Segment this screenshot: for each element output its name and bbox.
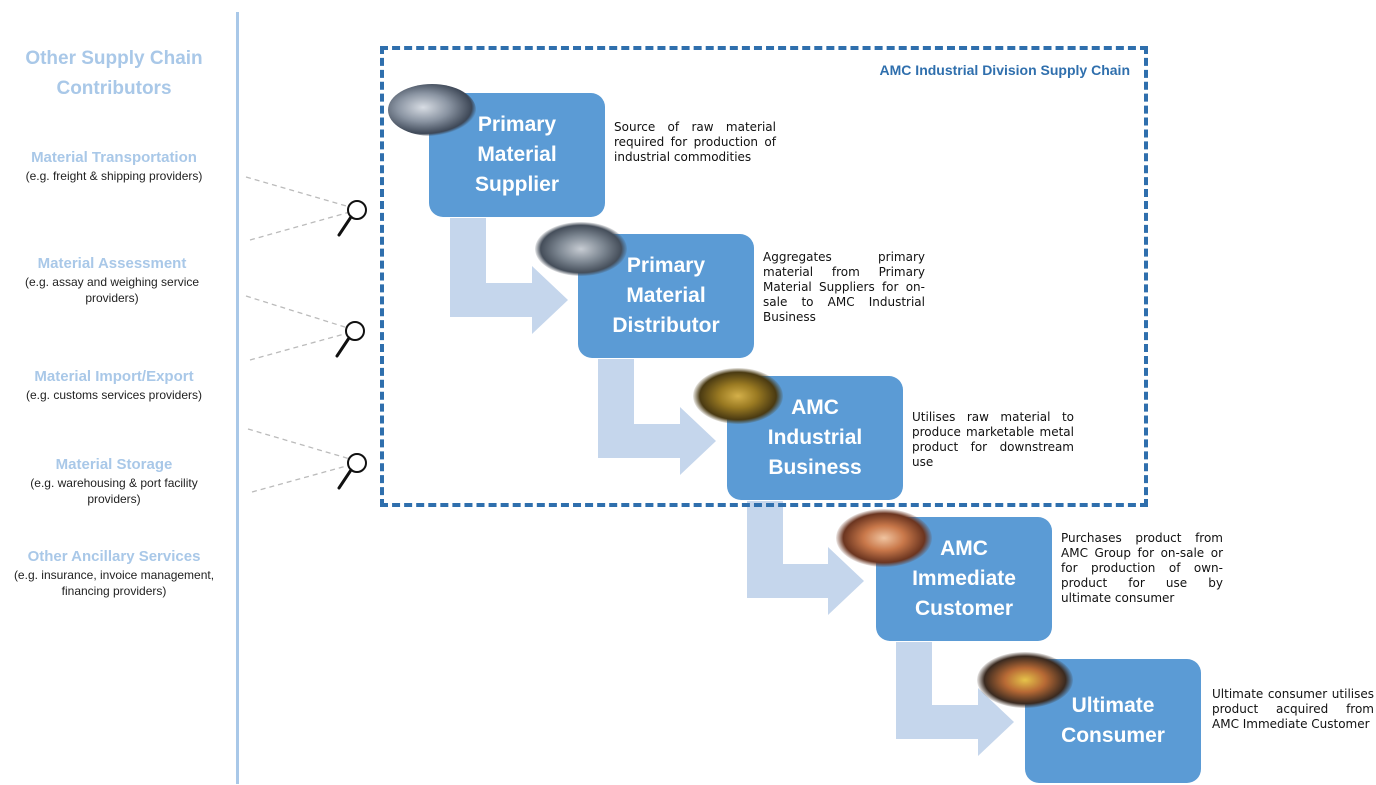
stage-label: AMC Immediate Customer	[912, 537, 1016, 620]
stage-description: Utilises raw material to produce marketa…	[912, 410, 1074, 469]
stage-description: Ultimate consumer utilises product acqui…	[1212, 687, 1374, 731]
flow-arrow	[747, 501, 864, 615]
category-title: Material Import/Export	[34, 368, 194, 385]
division-boundary	[380, 46, 1148, 507]
magnifier-icon	[337, 453, 367, 490]
stage-primary-material-supplier: Primary Material Supplier	[429, 93, 605, 217]
sidebar-title-line1: Other Supply Chain	[25, 48, 203, 69]
magnifier-icon	[337, 200, 367, 237]
warehouse-photo	[535, 222, 627, 276]
category-material-assessment: Material Assessment (e.g. assay and weig…	[2, 254, 222, 306]
category-material-transportation: Material Transportation (e.g. freight & …	[0, 148, 228, 184]
stage-label: AMC Industrial Business	[767, 396, 863, 479]
stage-label: Primary Material Supplier	[474, 113, 559, 196]
flow-arrow	[598, 359, 716, 475]
category-title: Material Transportation	[31, 149, 197, 166]
metal-bars-photo	[693, 368, 783, 424]
stage-description: Source of raw material required for prod…	[614, 120, 776, 164]
category-desc: (e.g. assay and weighing service provide…	[24, 275, 200, 305]
cables-photo	[977, 652, 1073, 708]
category-desc: (e.g. warehousing & port facility provid…	[30, 476, 198, 506]
category-other-ancillary-services: Other Ancillary Services (e.g. insurance…	[0, 547, 228, 599]
raw-material-photo	[388, 84, 476, 136]
flow-arrows	[450, 218, 1014, 756]
stage-label: Primary Material Distributor	[612, 254, 720, 337]
category-title: Material Assessment	[37, 255, 187, 272]
category-material-import-export: Material Import/Export (e.g. customs ser…	[0, 367, 228, 403]
dashed-connectors	[245, 176, 351, 493]
category-desc: (e.g. freight & shipping providers)	[25, 169, 203, 183]
category-material-storage: Material Storage (e.g. warehousing & por…	[0, 455, 228, 507]
category-title: Other Ancillary Services	[27, 548, 201, 565]
division-title: AMC Industrial Division Supply Chain	[879, 62, 1130, 78]
sidebar-title-line2: Contributors	[56, 78, 172, 99]
magnifier-icon	[335, 321, 365, 358]
stage-description: Purchases product from AMC Group for on-…	[1061, 531, 1223, 605]
category-desc: (e.g. customs services providers)	[25, 388, 203, 402]
sidebar-divider	[236, 12, 239, 784]
category-title: Material Storage	[55, 456, 173, 473]
sidebar-title: Other Supply Chain Contributors	[0, 44, 228, 104]
copper-coil-photo	[836, 509, 932, 567]
category-desc: (e.g. insurance, invoice management, fin…	[13, 568, 215, 598]
flow-arrow	[896, 642, 1014, 756]
stage-description: Aggregates primary material from Primary…	[763, 250, 925, 324]
stage-label: Ultimate Consumer	[1061, 694, 1165, 747]
flow-arrow	[450, 218, 568, 334]
